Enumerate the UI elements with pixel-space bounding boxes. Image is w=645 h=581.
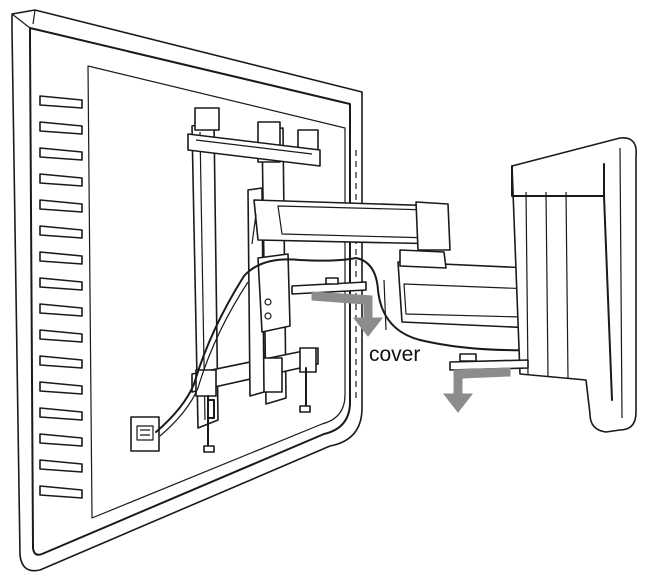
vent-slot <box>39 433 83 447</box>
vent-slot <box>39 329 83 343</box>
cover-plate-left <box>291 277 367 295</box>
input-port-icon <box>130 416 160 452</box>
top-crossbar <box>187 133 321 167</box>
cable <box>155 257 611 437</box>
vent-slot <box>39 277 83 291</box>
screws <box>203 367 311 453</box>
vent-slot <box>39 147 83 161</box>
vent-slot <box>39 121 83 135</box>
vent-slot <box>39 303 83 317</box>
wall-plate <box>511 137 637 433</box>
down-arrow-icon <box>442 367 511 413</box>
vent-slot <box>39 485 83 499</box>
cover-label: cover <box>367 343 423 366</box>
upper-arm <box>251 199 451 251</box>
cover-plate-right <box>449 353 529 371</box>
vent-slot <box>39 95 83 109</box>
vent-slot <box>39 225 83 239</box>
vent-slot <box>39 407 83 421</box>
vent-slot <box>39 381 83 395</box>
tv-vent-slots <box>39 95 83 499</box>
vent-slot <box>39 459 83 473</box>
vent-slot <box>39 251 83 265</box>
vent-slot <box>39 355 83 369</box>
down-arrow-icon <box>311 291 384 337</box>
vent-slot <box>39 199 83 213</box>
vent-slot <box>39 173 83 187</box>
